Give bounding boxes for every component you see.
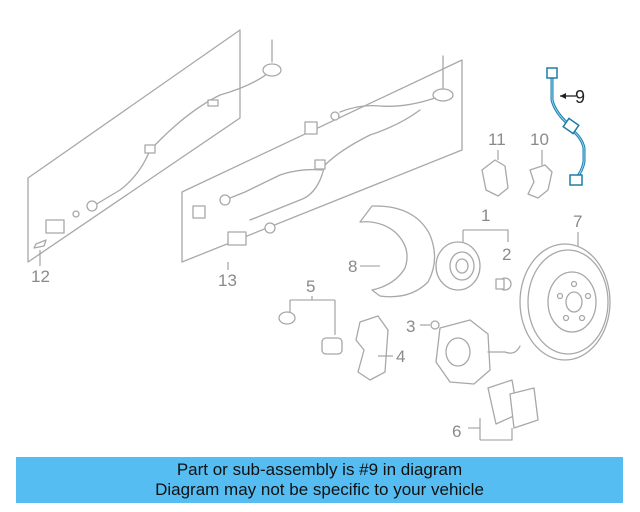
banner-line-2: Diagram may not be specific to your vehi… <box>155 480 484 499</box>
callout-3: 3 <box>406 317 415 336</box>
callout-4: 4 <box>396 347 405 366</box>
callout-10: 10 <box>530 130 549 149</box>
brake-pads-part-6 <box>468 379 539 441</box>
caliper-part-3 <box>420 319 521 385</box>
splash-shield-part-8 <box>359 205 436 298</box>
callout-9: 9 <box>575 87 585 107</box>
info-banner: Part or sub-assembly is #9 in diagram Di… <box>16 457 623 503</box>
callout-6: 6 <box>452 422 461 441</box>
bracket-part-10 <box>527 150 553 199</box>
guide-pins-part-5 <box>278 296 343 355</box>
bracket-part-11 <box>481 150 509 197</box>
sensor-kit-panel-12 <box>27 29 282 266</box>
callout-13: 13 <box>218 271 237 290</box>
caliper-bracket-part-4 <box>355 315 393 381</box>
brake-hose-part-9 <box>546 67 586 186</box>
callout-8: 8 <box>348 257 357 276</box>
parts-diagram: 9 11 10 7 1 2 8 5 3 4 6 12 13 <box>27 29 611 441</box>
hub-part-1 <box>435 229 509 291</box>
callout-5: 5 <box>306 277 315 296</box>
callout-11: 11 <box>488 130 506 149</box>
sensor-kit-panel-13 <box>181 55 463 270</box>
brake-rotor-part-7 <box>519 232 611 361</box>
callout-2: 2 <box>502 245 511 264</box>
banner-line-1: Part or sub-assembly is #9 in diagram <box>176 460 463 479</box>
callout-7: 7 <box>573 212 582 231</box>
bolt-part-2 <box>495 277 512 291</box>
callout-1: 1 <box>481 206 490 225</box>
callout-12: 12 <box>31 267 50 286</box>
